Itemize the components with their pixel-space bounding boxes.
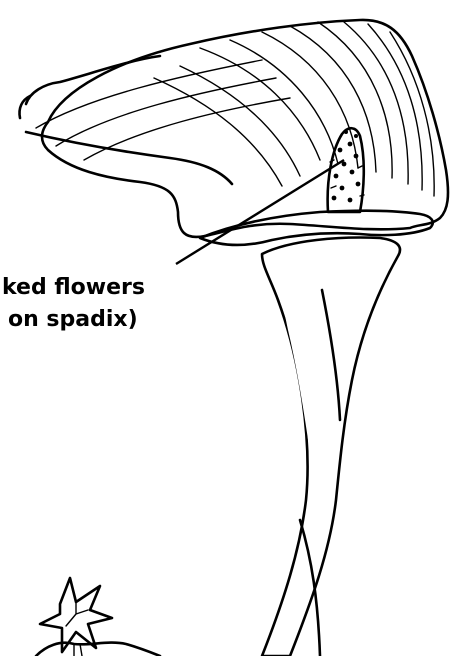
spathe <box>19 20 448 237</box>
stalk <box>262 238 400 656</box>
spadix <box>328 128 364 212</box>
label-line-2: on spadix) <box>8 307 138 332</box>
label-line-1: ked flowers <box>2 275 145 300</box>
small-flower <box>36 578 160 656</box>
